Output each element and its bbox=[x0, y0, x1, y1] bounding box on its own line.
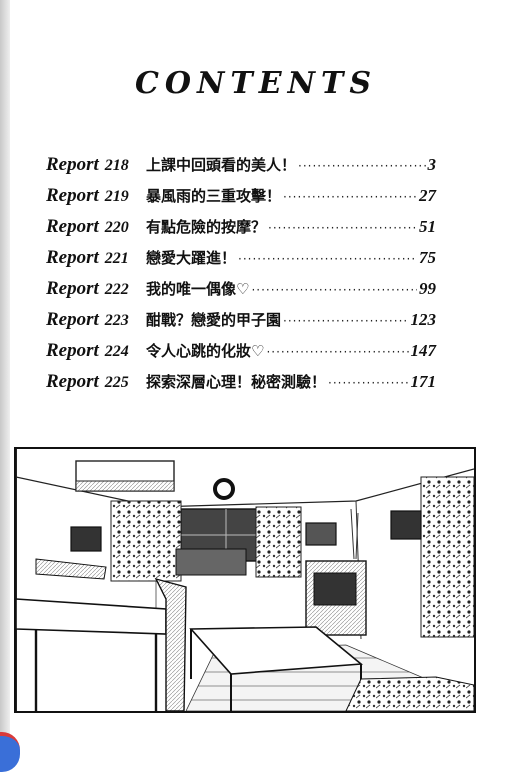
toc-leader-dots: ········································… bbox=[238, 252, 417, 266]
toc-page-number: 147 bbox=[410, 341, 437, 360]
page-tab-marker bbox=[0, 732, 20, 772]
toc-leader-dots: ········································… bbox=[266, 345, 408, 359]
toc-page-number: 99 bbox=[419, 279, 436, 298]
toc-leader-dots: ········································… bbox=[251, 283, 417, 297]
toc-leader-dots: ········································… bbox=[298, 159, 426, 173]
toc-chapter-title: 有點危險的按摩？ bbox=[146, 218, 267, 236]
toc-chapter-title: 探索深層心理！秘密測驗！ bbox=[146, 373, 327, 391]
room-illustration-drawing bbox=[16, 449, 474, 711]
toc-chapter-title: 暴風雨的三重攻擊！ bbox=[146, 187, 282, 205]
toc-report-number: 224 bbox=[104, 343, 129, 360]
toc-page-number: 75 bbox=[419, 248, 436, 267]
toc-page-number: 123 bbox=[410, 310, 437, 329]
toc-chapter-title: 酣戰？戀愛的甲子園 bbox=[146, 311, 282, 329]
toc-chapter-title: 令人心跳的化妝♡ bbox=[146, 342, 265, 360]
toc-report-number: 223 bbox=[104, 312, 129, 329]
toc-leader-dots: ········································… bbox=[283, 314, 409, 328]
toc-chapter-title: 戀愛大躍進！ bbox=[146, 249, 237, 267]
page-title: CONTENTS bbox=[134, 66, 378, 101]
toc-report-number: 221 bbox=[104, 250, 129, 267]
toc-report-number: 225 bbox=[104, 374, 129, 391]
toc-report-number: 218 bbox=[104, 157, 129, 174]
room-illustration bbox=[14, 447, 476, 713]
toc-page-number: 51 bbox=[419, 217, 436, 236]
toc-leader-dots: ········································… bbox=[268, 221, 417, 235]
toc-report-number: 222 bbox=[104, 281, 129, 298]
toc-chapter-title: 上課中回頭看的美人！ bbox=[146, 156, 297, 174]
toc-page-number: 27 bbox=[419, 186, 436, 205]
toc-leader-dots: ········································… bbox=[283, 190, 417, 204]
page-edge bbox=[0, 0, 10, 768]
toc-page-number: 171 bbox=[410, 372, 437, 391]
toc-report-number: 219 bbox=[104, 188, 129, 205]
toc-chapter-title: 我的唯一偶像♡ bbox=[146, 280, 250, 298]
toc-leader-dots: ········································… bbox=[328, 376, 409, 390]
toc-report-number: 220 bbox=[104, 219, 129, 236]
toc-page-number: 3 bbox=[427, 155, 437, 174]
